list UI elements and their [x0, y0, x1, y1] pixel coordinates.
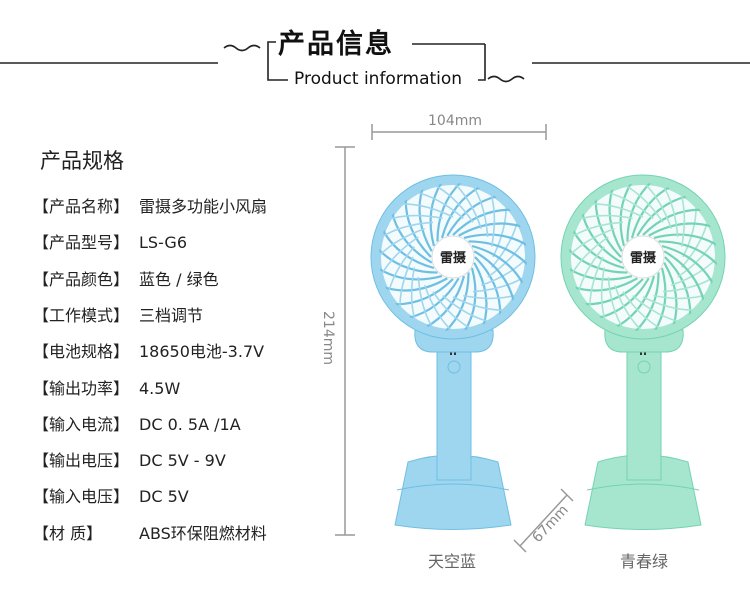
fan-green: 雷摄 [560, 174, 726, 530]
svg-text:雷摄: 雷摄 [630, 250, 657, 266]
spec-value: ABS环保阻燃材料 [139, 523, 267, 543]
spec-value: DC 5V [139, 487, 189, 507]
spec-value: DC 5V - 9V [139, 451, 226, 471]
spec-row: 【材 质】 ABS环保阻燃材料 [33, 520, 267, 544]
spec-row: 【产品型号】 LS-G6 [33, 229, 187, 253]
product-caption-green: 青春绿 [620, 552, 669, 571]
spec-row: 【产品名称】雷摄多功能小风扇 [33, 193, 267, 217]
brand-logo [621, 235, 665, 279]
spec-row: 【产品颜色】蓝色 / 绿色 [33, 266, 219, 290]
spec-row: 【工作模式】三档调节 [33, 302, 203, 326]
spec-heading: 产品规格 [40, 149, 124, 173]
spec-value: 18650电池-3.7V [139, 342, 265, 362]
spec-row: 【输入电流】 DC 0. 5A /1A [33, 411, 241, 435]
width-dimension-label: 104mm [428, 113, 482, 129]
spec-value: 蓝色 / 绿色 [139, 269, 219, 289]
spec-key: 【产品型号】 [33, 233, 130, 253]
spec-key: 【工作模式】 [33, 305, 130, 325]
spec-key: 【输入电压】 [33, 487, 130, 507]
spec-row: 【输出功率】 4.5W [33, 375, 180, 399]
section-title-en: Product information [294, 69, 463, 89]
spec-row: 【电池规格】 18650电池-3.7V [33, 338, 264, 362]
spec-value: DC 0. 5A /1A [139, 414, 241, 434]
power-button-icon [637, 360, 651, 374]
fan-blue: 雷摄 [370, 174, 536, 530]
spec-value: LS-G6 [139, 233, 188, 253]
spec-key: 【输入电流】 [33, 414, 130, 434]
spec-row: 【输入电压】 DC 5V [33, 483, 189, 507]
spec-key: 【输出电压】 [33, 451, 130, 471]
spec-value: 雷摄多功能小风扇 [139, 197, 268, 216]
spec-row: 【输出电压】 DC 5V - 9V [33, 447, 226, 471]
spec-key: 【产品名称】 [33, 197, 130, 216]
spec-value: 三档调节 [139, 305, 204, 325]
product-caption-blue: 天空蓝 [428, 552, 477, 571]
spec-key: 【材 质】 [33, 523, 103, 543]
header-decoration [0, 41, 750, 83]
spec-key: 【电池规格】 [33, 342, 130, 362]
spec-key: 【输出功率】 [33, 378, 130, 398]
section-title-cn: 产品信息 [278, 29, 394, 60]
svg-text:雷摄: 雷摄 [440, 250, 467, 266]
spec-key: 【产品颜色】 [33, 269, 130, 289]
spec-value: 4.5W [139, 378, 181, 398]
brand-logo [431, 235, 475, 279]
power-button-icon [447, 360, 461, 374]
